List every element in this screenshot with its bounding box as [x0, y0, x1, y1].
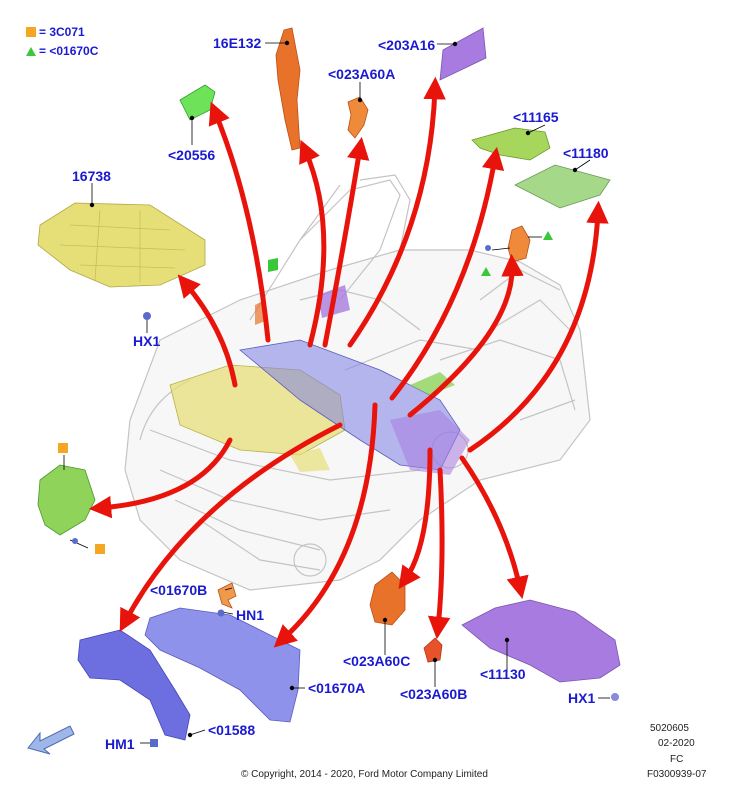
fastener-hx1-top — [143, 312, 151, 320]
label-hx1-top: HX1 — [133, 333, 161, 349]
part-023a60a — [347, 96, 369, 139]
part-01670b — [217, 582, 237, 609]
part-023a60c — [369, 571, 406, 626]
part-dash-left — [77, 629, 191, 741]
square-marker-2 — [95, 544, 105, 554]
label-hn1: HN1 — [236, 607, 265, 623]
copyright: © Copyright, 2014 - 2020, Ford Motor Com… — [241, 769, 488, 780]
label-023a60a: <023A60A — [328, 66, 396, 82]
part-023a60-bracket — [507, 225, 531, 263]
footer-code2: FC — [670, 754, 684, 765]
footer-code1: 5020605 — [650, 723, 689, 734]
installed-insulators — [169, 258, 470, 475]
square-legend-icon — [26, 27, 36, 37]
triangle-marker-2 — [481, 267, 491, 276]
square-marker-1 — [58, 443, 68, 453]
label-11165: <11165 — [513, 109, 559, 125]
label-16e132: 16E132 — [213, 35, 262, 51]
label-023a60c: <023A60C — [343, 653, 411, 669]
explode-arrows — [88, 76, 609, 648]
part-023a60b — [423, 637, 443, 663]
orientation-arrow-icon — [27, 725, 75, 755]
label-11180: <11180 — [563, 145, 609, 161]
fastener-hn1 — [217, 609, 225, 617]
legend-row-square: = 3C071 — [26, 25, 85, 39]
legend-row-triangle: = <01670C — [26, 44, 98, 58]
label-01670b: <01670B — [150, 582, 208, 598]
part-203a16 — [439, 27, 487, 81]
triangle-legend-icon — [26, 47, 36, 56]
footer-date: 02-2020 — [658, 738, 695, 749]
label-203a16: <203A16 — [378, 37, 436, 53]
part-16738-ribs — [59, 209, 186, 282]
figure-id: F0300939-07 — [647, 769, 707, 780]
legend-text: = 3C071 — [39, 25, 85, 39]
part-11180 — [514, 164, 611, 209]
label-11130: <11130 — [480, 666, 526, 682]
fastener-hm1 — [150, 739, 158, 747]
fastener-hx1-bottom — [611, 693, 619, 701]
label-01588: <01588 — [208, 722, 256, 738]
label-hm1: HM1 — [105, 736, 135, 752]
part-11165 — [471, 127, 551, 161]
fastener-left — [72, 538, 78, 544]
part-11130 — [461, 599, 621, 683]
triangle-marker-1 — [543, 231, 553, 240]
label-023a60b: <023A60B — [400, 686, 468, 702]
part-16e132 — [275, 27, 301, 151]
part-left-green — [37, 464, 96, 536]
label-20556: <20556 — [168, 147, 216, 163]
legend-text: = <01670C — [39, 44, 99, 58]
label-hx1-bottom: HX1 — [568, 690, 596, 706]
fastener-right — [485, 245, 491, 251]
part-20556 — [179, 84, 216, 121]
label-16738: 16738 — [72, 168, 111, 184]
label-01670a: <01670A — [308, 680, 366, 696]
